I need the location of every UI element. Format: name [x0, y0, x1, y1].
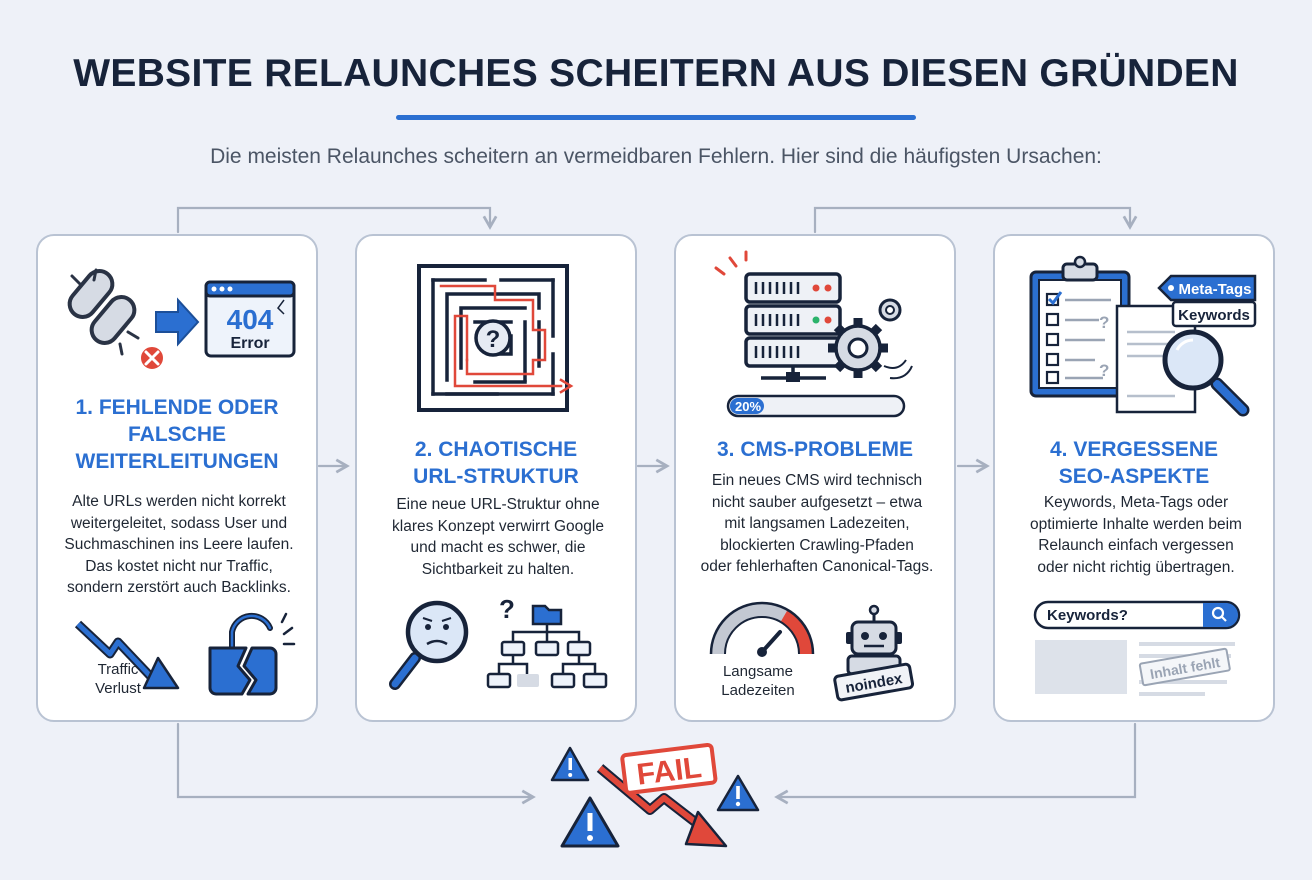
card-cms-problems: 20% noindex 3. CMS-PROBLEME — [674, 234, 956, 722]
speedometer-icon — [709, 601, 815, 657]
browser-window-icon — [204, 280, 296, 358]
maze-icon — [417, 264, 574, 412]
fail-stamp: FAIL — [620, 743, 718, 795]
keywords-tag-label: Keywords — [1178, 307, 1250, 324]
page-title: WEBSITE RELAUNCHES SCHEITERN AUS DIESEN … — [73, 52, 1239, 95]
meta-tags-tag — [1157, 274, 1257, 302]
gear-icon — [828, 298, 913, 380]
card-2-text: Eine neue URL-Struktur ohne klares Konze… — [392, 496, 604, 578]
broken-chain-icon — [67, 268, 165, 371]
progress-bar — [726, 394, 906, 418]
connector-bottom-right — [774, 722, 1137, 805]
card-seo-aspects: ? ? Meta-Tags Keywords — [993, 234, 1275, 722]
broken-lock-icon — [208, 612, 296, 696]
card-1-text: Alte URLs werden nicht korrekt weitergel… — [64, 493, 294, 596]
page-subtitle: Die meisten Relaunches scheitern an verm… — [210, 145, 1102, 168]
card-redirects: 404 Error 1. FEHLENDE ODER FALSCHE WEITE… — [36, 234, 318, 722]
keywords-tag — [1171, 300, 1257, 328]
server-rack-icon — [714, 250, 842, 382]
sitemap-tree-icon — [486, 604, 608, 689]
clipboard-checklist-icon: ? ? — [1029, 255, 1131, 398]
search-placeholder: Keywords? — [1047, 607, 1128, 624]
card-url-structure: ? ? — [355, 234, 637, 722]
warning-icon-bottom — [560, 796, 620, 848]
error-code: 404 — [227, 304, 274, 335]
error-word: Error — [230, 335, 269, 352]
connector-top-2 — [813, 206, 1138, 234]
traffic-down-icon — [74, 620, 180, 690]
traffic-loss-label: Traffic Verlust — [95, 661, 141, 697]
warning-icon-right — [716, 774, 760, 812]
card-3-text: Ein neues CMS wird technisch nicht saube… — [700, 472, 934, 575]
confused-search-icon — [389, 600, 469, 690]
progress-label: 20% — [735, 399, 761, 414]
card-1-title: 1. FEHLENDE ODER FALSCHE WEITERLEITUNGEN — [75, 396, 279, 473]
fail-cluster: FAIL — [550, 743, 760, 848]
connector-bottom-left — [176, 722, 536, 805]
svg-text:?: ? — [486, 326, 501, 353]
connector-top-1 — [176, 206, 498, 234]
slow-load-label: Langsame Ladezeiten — [721, 663, 795, 699]
meta-tags-label: Meta-Tags — [1178, 281, 1251, 298]
search-icon — [1211, 606, 1225, 620]
fail-label: FAIL — [635, 751, 704, 792]
card-4-title: 4. VERGESSENE SEO-ASPEKTE — [1049, 438, 1219, 488]
card-3-title: 3. CMS-PROBLEME — [716, 438, 913, 461]
svg-text:?: ? — [1099, 361, 1109, 380]
warning-icon-left — [550, 746, 590, 782]
card-2-title: 2. CHAOTISCHE URL-STRUKTUR — [413, 438, 579, 488]
title-underline — [396, 115, 916, 120]
empty-content-placeholder — [1035, 640, 1235, 696]
card-4-text: Keywords, Meta-Tags oder optimierte Inha… — [1030, 494, 1242, 576]
magnifier-icon — [1162, 329, 1250, 417]
search-bar — [1033, 600, 1241, 630]
svg-text:?: ? — [499, 594, 515, 624]
robot-icon — [833, 604, 915, 702]
arrow-right-icon — [155, 297, 200, 347]
svg-text:?: ? — [1099, 313, 1109, 332]
